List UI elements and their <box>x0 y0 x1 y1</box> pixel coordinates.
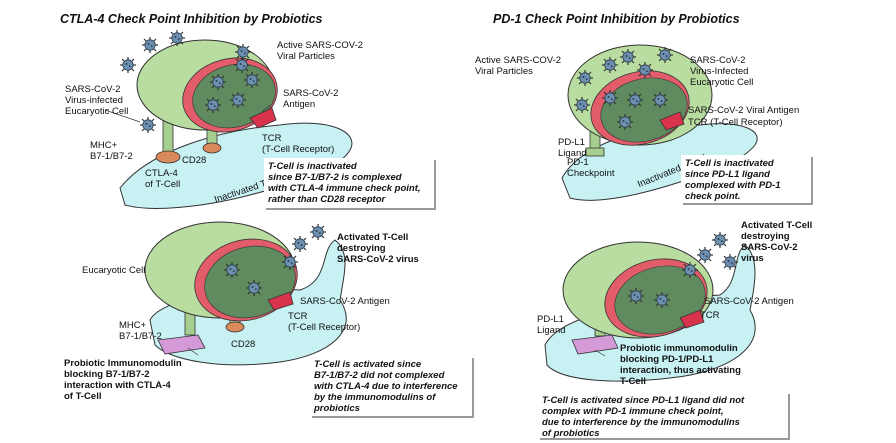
virus-particle-icon <box>696 246 714 264</box>
virus-particle-icon <box>616 113 634 131</box>
virus-particle-icon <box>711 231 729 249</box>
virus-particle-icon <box>229 91 247 109</box>
virus-particle-icon <box>576 69 594 87</box>
note-text: T-Cell is inactivated since B7-1/B7-2 is… <box>268 161 421 205</box>
virus-particle-icon <box>656 46 674 64</box>
cd28-receptor <box>225 321 245 333</box>
label-mhc: MHC+ B7-1/B7-2 <box>119 320 162 342</box>
virus-particle-icon <box>139 116 157 134</box>
virus-particle-icon <box>573 96 591 114</box>
label-probiotic: Probiotic Immunomodulin blocking B7-1/B7… <box>64 358 182 402</box>
label-tcr: TCR (T-Cell Receptor) <box>262 133 335 155</box>
note-text: T-Cell is activated since PD-L1 ligand d… <box>542 395 745 439</box>
virus-particle-icon <box>233 56 251 74</box>
virus-particle-icon <box>601 89 619 107</box>
label-active-virus: Active SARS-COV-2 Viral Particles <box>277 40 364 62</box>
virus-particle-icon <box>168 29 186 47</box>
virus-particle-icon <box>626 91 644 109</box>
virus-particle-icon <box>119 56 137 74</box>
label-infected-cell: SARS-CoV-2 Virus-Infected Eucaryotic Cel… <box>690 55 754 88</box>
label-infected-cell: SARS-CoV-2 Virus-infected Eucaryotic Cel… <box>65 84 129 117</box>
antigen-receptor <box>679 309 705 329</box>
note-text: T-Cell is activated since B7-1/B7-2 did … <box>314 359 458 414</box>
label-cell: Eucaryotic Cell <box>82 265 146 276</box>
virus-particle-icon <box>281 253 299 271</box>
virus-particle-icon <box>636 61 654 79</box>
ctla4-top-scene <box>119 29 353 209</box>
note-box: T-Cell is inactivated since PD-L1 ligand… <box>681 155 811 203</box>
label-pdl1: PD-L1 Ligand <box>558 137 587 159</box>
ctla4-receptor <box>155 150 181 164</box>
virus-particle-icon <box>204 96 222 114</box>
pd1-panel-title: PD-1 Check Point Inhibition by Probiotic… <box>493 12 740 26</box>
cd28-receptor <box>202 142 222 154</box>
antigen-receptor <box>249 107 277 129</box>
label-mhc: MHC+ B7-1/B7-2 <box>90 140 133 162</box>
virus-particle-icon <box>245 279 263 297</box>
virus-particle-icon <box>627 287 645 305</box>
note-box: T-Cell is activated since PD-L1 ligand d… <box>538 392 788 439</box>
virus-particle-icon <box>601 56 619 74</box>
label-antigen: SARS-CoV-2 Antigen <box>283 88 339 110</box>
label-pd1: PD-1 Checkpoint <box>567 157 615 179</box>
virus-particle-icon <box>309 223 327 241</box>
virus-particle-icon <box>141 36 159 54</box>
antigen-receptor <box>267 291 294 311</box>
label-tcr: TCR (T-Cell Receptor) <box>288 311 361 333</box>
label-activated: Activated T-Cell destroying SARS-CoV-2 v… <box>741 220 813 264</box>
virus-particle-icon <box>721 253 739 271</box>
pd1-top-scene <box>561 44 758 201</box>
virus-particle-icon <box>209 73 227 91</box>
antigen-receptor <box>659 111 685 131</box>
probiotic-block <box>157 334 206 355</box>
pd1-bottom-scene <box>544 231 756 382</box>
label-cd28: CD28 <box>182 155 207 166</box>
note-text: T-Cell is inactivated since PD-L1 ligand… <box>685 158 781 202</box>
label-probiotic: Probiotic immunomodulin blocking PD-1/PD… <box>620 343 741 387</box>
label-antigen: SARS-CoV-2 Antigen <box>704 296 794 307</box>
label-cd28: CD28 <box>231 339 256 350</box>
virus-particle-icon <box>223 261 241 279</box>
ctla4-panel-title: CTLA-4 Check Point Inhibition by Probiot… <box>60 12 323 26</box>
virus-particle-icon <box>653 291 671 309</box>
label-tcr: TCR (T-Cell Receptor) <box>688 117 783 128</box>
virus-particle-icon <box>291 235 309 253</box>
label-tcr: TCR <box>700 310 720 321</box>
virus-particle-icon <box>619 48 637 66</box>
label-ctla4: CTLA-4 of T-Cell <box>145 168 181 190</box>
note-box: T-Cell is inactivated since B7-1/B7-2 is… <box>264 158 434 208</box>
virus-particle-icon <box>234 43 252 61</box>
probiotic-block <box>571 334 619 355</box>
virus-particle-icon <box>651 91 669 109</box>
ctla4-bottom-scene <box>144 221 347 366</box>
note-box: T-Cell is activated since B7-1/B7-2 did … <box>310 356 472 416</box>
label-antigen: SARS-CoV-2 Antigen <box>300 296 390 307</box>
virus-particle-icon <box>243 71 261 89</box>
leader-lines <box>104 104 606 357</box>
label-antigen: SARS-CoV-2 Viral Antigen <box>688 105 800 116</box>
virus-particle-icon <box>681 261 699 279</box>
label-pdl1: PD-L1 Ligand <box>537 314 566 336</box>
label-activated: Activated T-Cell destroying SARS-CoV-2 v… <box>337 232 419 265</box>
pd1-receptor <box>585 147 605 157</box>
label-active-virus: Active SARS-COV-2 Viral Particles <box>475 55 562 77</box>
